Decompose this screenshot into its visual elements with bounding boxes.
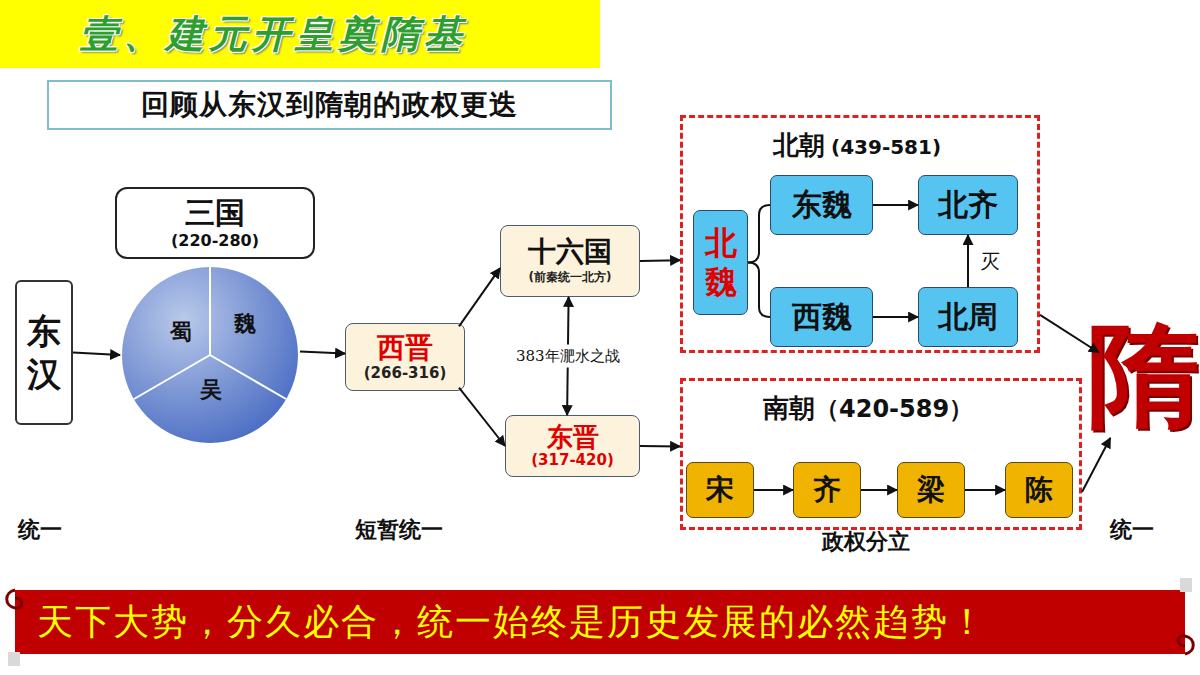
dynasty-box: 十六国(前秦统一北方) [500, 225, 640, 297]
scroll-end [1180, 578, 1192, 592]
node-text: 东汉 [25, 310, 62, 395]
caption-text: 天下大势，分久必合，统一始终是历史发展的必然趋势！ [37, 598, 987, 647]
annotation-label: 政权分立 [822, 527, 910, 557]
arrow-connector [967, 235, 969, 287]
dynasty-box: 宋 [686, 462, 754, 518]
arrow-connector [754, 489, 793, 491]
group-heading: 北朝(439-581) [773, 128, 941, 163]
dynasty-box: 北魏 [693, 210, 748, 315]
caption-scroll [15, 590, 1185, 654]
node-text: 回顾从东汉到隋朝的政权更迭 [141, 86, 518, 124]
dynasty-box: 东晋(317-420) [505, 415, 640, 477]
node-text: 北魏 [703, 224, 738, 301]
node-text: 西魏 [792, 297, 852, 338]
dynasty-box: 齐 [793, 462, 861, 518]
node-text: 北周 [938, 297, 998, 338]
node-text: 南朝 [763, 391, 815, 426]
node-text: 北朝 [773, 128, 825, 163]
node-text: 宋 [706, 471, 734, 509]
scroll-end [8, 652, 20, 666]
three-kingdoms-pie: 蜀 魏吴 [120, 265, 300, 445]
arrow-connector [873, 316, 918, 318]
arrow-connector [965, 489, 1005, 491]
subtitle-box: 回顾从东汉到隋朝的政权更迭 [47, 80, 612, 130]
dynasty-box: 东魏 [770, 175, 873, 235]
edge-label: 灭 [980, 248, 1000, 275]
annotation-label: 统一 [1110, 515, 1154, 545]
node-text: (317-420) [531, 451, 614, 469]
arrow-connector [459, 268, 500, 326]
dynasty-box: 西晋(266-316) [345, 323, 465, 391]
dynasty-box: 西魏 [770, 287, 873, 347]
node-text: 西晋 [377, 332, 433, 364]
node-text: （420-589） [815, 393, 973, 425]
node-text: 三国 [185, 196, 245, 231]
annotation-label: 统一 [18, 515, 62, 545]
annotation-label: 短暂统一 [355, 515, 443, 545]
node-text: (266-316) [364, 364, 447, 382]
sui-dynasty-text: 隋 [1085, 300, 1200, 450]
node-text: 梁 [917, 471, 945, 509]
arrow-connector [73, 353, 120, 356]
title-text: 壹、建元开皇奠隋基 [80, 9, 467, 60]
title-banner [0, 0, 600, 68]
node-text: 魏 [234, 309, 256, 339]
dynasty-box: 北周 [918, 287, 1018, 347]
node-text: 北齐 [938, 185, 998, 226]
dynasty-box: 梁 [897, 462, 965, 518]
split-bracket [748, 205, 770, 263]
node-text: 东晋 [547, 423, 599, 452]
arrow-connector [861, 489, 897, 491]
node-text: 陈 [1025, 471, 1053, 509]
node-text: (439-581) [831, 135, 941, 159]
node-text: 十六国 [528, 236, 612, 268]
node-text: (220-280) [171, 231, 259, 250]
scroll-curl [1178, 636, 1193, 654]
arrow-connector [459, 388, 505, 446]
node-text: 隋 [1087, 319, 1199, 431]
dynasty-box: 陈 [1005, 462, 1073, 518]
node-text: 蜀 [170, 317, 192, 347]
dynasty-group: 南朝（420-589） 宋 齐 梁 陈 [680, 378, 1082, 530]
node-text: 东魏 [792, 185, 852, 226]
split-bracket [748, 263, 770, 318]
period-box: 东汉 [15, 280, 73, 425]
node-text: 吴 [200, 375, 222, 405]
period-title-box: 三国(220-280) [115, 187, 315, 259]
arrow-connector [640, 445, 680, 447]
group-heading: 南朝（420-589） [763, 391, 973, 426]
scroll-curl [7, 590, 22, 608]
title-bar: 壹、建元开皇奠隋基 [0, 0, 600, 68]
caption-bar: 天下大势，分久必合，统一始终是历史发展的必然趋势！ [15, 590, 1185, 654]
node-text: 齐 [813, 471, 841, 509]
arrow-connector [1082, 438, 1110, 492]
arrow-connector [300, 351, 345, 353]
edge-label: 383年淝水之战 [512, 345, 624, 368]
arrow-connector [873, 204, 918, 206]
arrow-connector [640, 259, 680, 262]
dynasty-group: 北朝(439-581) 北魏 东魏 北齐西魏 北周 [680, 115, 1040, 353]
pie-outline [120, 265, 300, 445]
dynasty-box: 北齐 [918, 175, 1018, 235]
node-text: (前秦统一北方) [529, 269, 612, 286]
